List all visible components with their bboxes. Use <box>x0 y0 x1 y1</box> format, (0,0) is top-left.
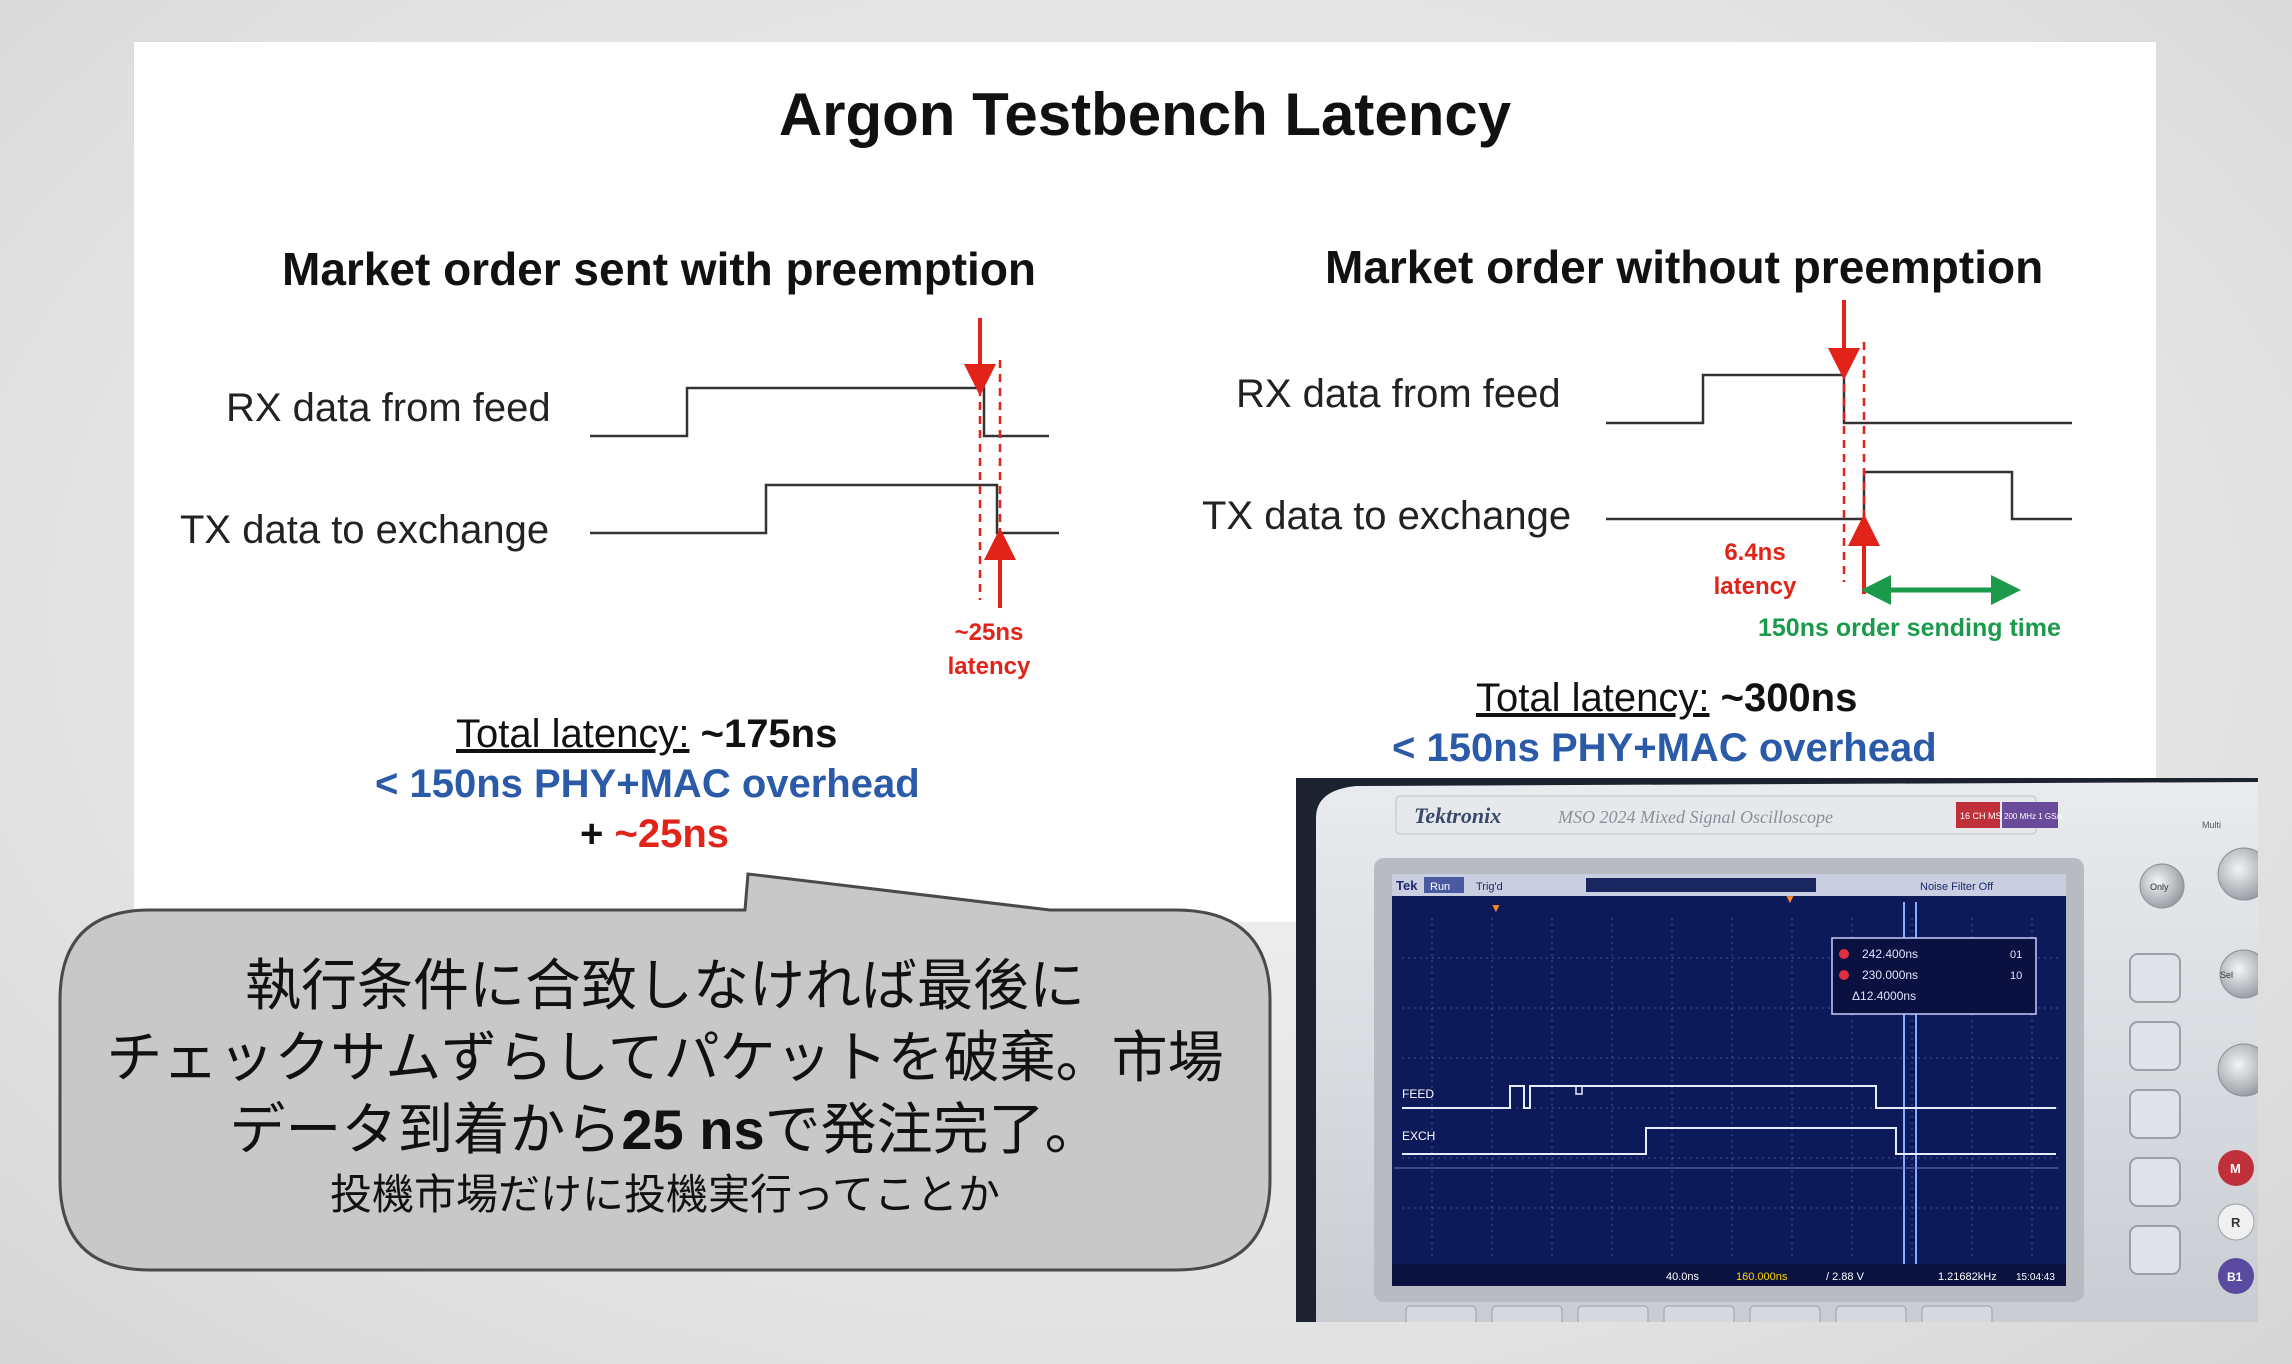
right-total-latency: Total latency: ~300ns <box>1476 676 1857 721</box>
bubble-line-2: チェックサムずらしてパケットを破棄。市場 <box>106 1026 1224 1089</box>
scope-model: MSO 2024 Mixed Signal Oscilloscope <box>1557 807 1833 827</box>
scope-trigger: / 2.88 V <box>1826 1271 1865 1283</box>
left-total-value: ~175ns <box>689 712 838 756</box>
scope-cursor-b-bits: 10 <box>2010 970 2022 982</box>
left-plus-sign: + <box>580 812 615 856</box>
scope-ch-exch: EXCH <box>1402 1129 1435 1143</box>
scope-spec: 200 MHz 1 GS/s <box>2004 812 2063 821</box>
right-tx-waveform <box>1606 470 2072 521</box>
bubble-line-3-suffix: で発注完了。 <box>764 1098 1101 1161</box>
scope-knob-multi-label: Multi <box>2202 820 2221 830</box>
left-rx-waveform <box>590 386 1049 438</box>
scope-cursor-b-value: 230.000ns <box>1862 968 1918 982</box>
scope-grid <box>1402 918 2058 1258</box>
bubble-line-3-bold: 25 ns <box>621 1098 765 1161</box>
timing-diagrams <box>590 300 2072 608</box>
bubble-line-3: データ到着から25 nsで発注完了。 <box>60 1094 1270 1166</box>
scope-filter: Noise Filter Off <box>1920 881 1994 893</box>
left-tx-waveform <box>590 483 1059 535</box>
right-tx-label: TX data to exchange <box>1202 494 1572 538</box>
left-latency-word: latency <box>947 653 1031 680</box>
scope-b1-button <box>2218 1258 2254 1294</box>
scope-side-buttons <box>2129 953 2181 1275</box>
scope-position: 160.000ns <box>1736 1271 1788 1283</box>
right-latency-annotation: 6.4ns latency <box>1700 536 1810 604</box>
right-total-label: Total latency: <box>1476 676 1710 720</box>
scope-knob-3 <box>2217 1043 2258 1097</box>
scope-cursor-a-bits: 01 <box>2010 949 2022 961</box>
scope-exch-trace <box>1402 1127 2056 1155</box>
bubble-line-1: 執行条件に合致しなければ最後に <box>245 954 1085 1017</box>
order-sending-time-label: 150ns order sending time <box>1758 614 2061 642</box>
left-latency-annotation: ~25ns latency <box>934 616 1044 684</box>
scope-r-label: R <box>2231 1215 2241 1230</box>
scope-frequency: 1.21682kHz <box>1938 1271 1997 1283</box>
svg-text:▼: ▼ <box>1784 892 1796 906</box>
scope-knob-1 <box>2217 847 2258 901</box>
scope-status-run: Run <box>1430 881 1450 893</box>
left-rx-label: RX data from feed <box>226 386 551 430</box>
right-rx-label: RX data from feed <box>1236 372 1561 416</box>
left-latency-value: ~25ns <box>954 619 1024 646</box>
scope-m-button <box>2218 1150 2254 1186</box>
right-rx-waveform <box>1606 373 2072 425</box>
left-tx-label: TX data to exchange <box>180 508 550 552</box>
svg-text:▼: ▼ <box>1490 901 1502 915</box>
left-total-latency: Total latency: ~175ns <box>456 712 837 757</box>
bubble-line-3-prefix: データ到着から <box>229 1098 622 1161</box>
scope-b1-label: B1 <box>2227 1270 2243 1284</box>
scope-cursor-delta-value: Δ12.4000ns <box>1852 989 1916 1003</box>
scope-timebase: 40.0ns <box>1666 1271 1700 1283</box>
oscilloscope-drawing: Tektronix MSO 2024 Mixed Signal Oscillos… <box>1296 778 2258 1322</box>
bubble-text: 執行条件に合致しなければ最後に チェックサムずらしてパケットを破棄。市場 データ… <box>60 950 1270 1224</box>
right-heading: Market order without preemption <box>1325 241 2044 293</box>
scope-clock: 15:04:43 <box>2016 1272 2055 1283</box>
scope-bottom-buttons <box>1405 1305 1993 1322</box>
right-latency-word: latency <box>1713 573 1797 600</box>
scope-knob-2 <box>2219 949 2258 999</box>
bubble-line-4: 投機市場だけに投機実行ってことか <box>330 1171 1000 1218</box>
right-latency-value: 6.4ns <box>1724 539 1786 566</box>
scope-brand: Tektronix <box>1414 803 1501 828</box>
left-overhead: < 150ns PHY+MAC overhead <box>375 762 920 806</box>
right-overhead: < 150ns PHY+MAC overhead <box>1392 726 1937 770</box>
scope-status-trig: Trig'd <box>1476 881 1503 893</box>
scope-ch-feed: FEED <box>1402 1087 1434 1101</box>
scope-only-button <box>2139 863 2185 909</box>
scope-m-label: M <box>2230 1161 2241 1176</box>
right-total-value: ~300ns <box>1709 676 1858 720</box>
slide-title: Argon Testbench Latency <box>778 81 1512 148</box>
scope-only-label: Only <box>2150 882 2169 892</box>
scope-r-button <box>2217 1203 2255 1241</box>
scope-knob-sel-label: Sel <box>2220 970 2233 980</box>
left-heading: Market order sent with preemption <box>282 243 1037 295</box>
left-plus-latency: + ~25ns <box>580 812 729 857</box>
left-total-label: Total latency: <box>456 712 690 756</box>
scope-tek-logo: Tek <box>1396 878 1418 893</box>
scope-badge: 16 CH MSO <box>1960 811 2009 821</box>
oscilloscope-photo: Tektronix MSO 2024 Mixed Signal Oscillos… <box>1296 778 2258 1322</box>
scope-feed-trace <box>1402 1085 2056 1109</box>
slide: Argon Testbench Latency Market order sen… <box>134 42 2156 922</box>
left-plus-value: ~25ns <box>614 812 730 856</box>
scope-cursor-a-value: 242.400ns <box>1862 947 1918 961</box>
